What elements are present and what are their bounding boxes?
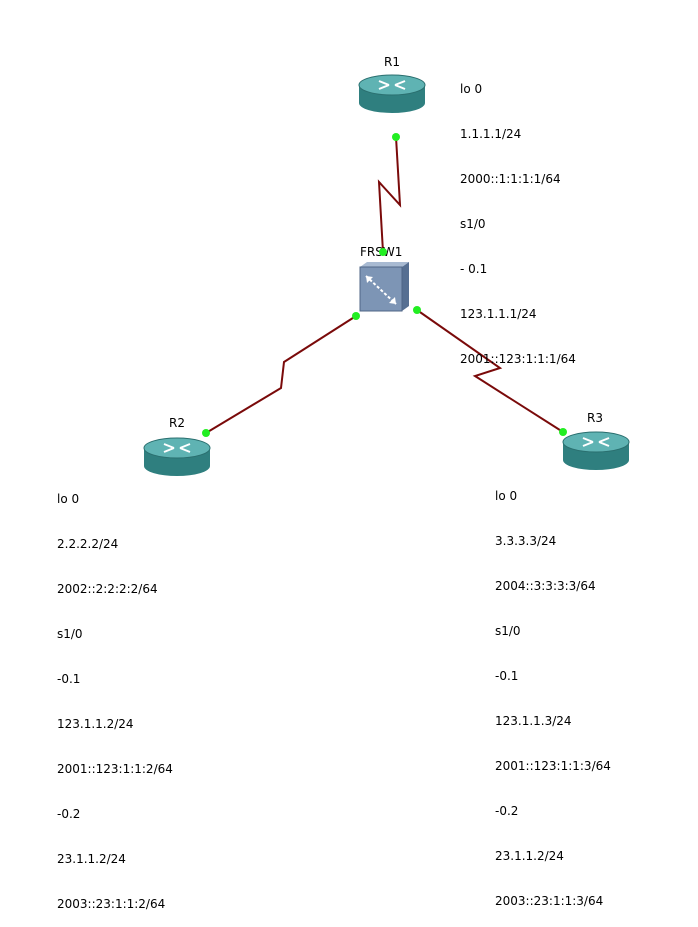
note-line: 23.1.1.2/24 (495, 849, 564, 863)
node-label-r2: R2 (169, 416, 185, 430)
router-r1[interactable] (358, 74, 426, 113)
note-line: 123.1.1.1/24 (460, 307, 537, 321)
note-line: lo 0 (495, 489, 518, 503)
note-line: 2.2.2.2/24 (57, 537, 119, 551)
switch-side (402, 262, 409, 311)
port-dot (559, 428, 567, 436)
note-line: 123.1.1.2/24 (57, 717, 134, 731)
frame-relay-switch-frsw1[interactable] (359, 262, 409, 312)
note-line: 3.3.3.3/24 (495, 534, 557, 548)
router-r3[interactable] (562, 431, 630, 470)
note-line: s1/0 (495, 624, 521, 638)
switch-arrow-icon (365, 275, 397, 305)
arrowhead-icon (389, 297, 396, 304)
note-line: 123.1.1.3/24 (495, 714, 572, 728)
switch-front (359, 266, 403, 312)
note-line: -0.2 (57, 807, 81, 821)
link-r3-frsw1 (416, 309, 564, 433)
arrowhead-icon (366, 276, 373, 283)
note-line: 2002::2:2:2:2/64 (57, 582, 158, 596)
link-r2-frsw1 (205, 315, 357, 434)
router-top (358, 74, 426, 96)
note-line: -0.1 (57, 672, 81, 686)
port-dot (202, 429, 210, 437)
port-dot (413, 306, 421, 314)
network-diagram: R1 R2 R3 FRSW1 (143, 55, 630, 476)
note-line: 2000::1:1:1:1/64 (460, 172, 561, 186)
note-line: s1/0 (460, 217, 486, 231)
switch-top (360, 262, 409, 267)
port-dot (352, 312, 360, 320)
note-line: 2004::3:3:3:3/64 (495, 579, 596, 593)
router-r2[interactable] (143, 437, 211, 476)
note-r2: lo 0 2.2.2.2/24 2002::2:2:2:2/64 s1/0 -0… (57, 462, 173, 927)
router-top (143, 437, 211, 459)
port-dot (392, 133, 400, 141)
note-line: 2001::123:1:1:1/64 (460, 352, 576, 366)
note-line: -0.1 (495, 669, 519, 683)
note-line: 2001::123:1:1:2/64 (57, 762, 173, 776)
note-line: 1.1.1.1/24 (460, 127, 522, 141)
note-r1: lo 0 1.1.1.1/24 2000::1:1:1:1/64 s1/0 - … (460, 52, 576, 382)
note-line: lo 0 (460, 82, 483, 96)
note-line: lo 0 (57, 492, 80, 506)
note-line: 2003::23:1:1:2/64 (57, 897, 166, 911)
note-line: 2001::123:1:1:3/64 (495, 759, 611, 773)
port-dot (379, 248, 387, 256)
node-label-r1: R1 (384, 55, 400, 69)
note-line: 2003::23:1:1:3/64 (495, 894, 604, 908)
node-label-r3: R3 (587, 411, 603, 425)
router-top (562, 431, 630, 453)
link-r1-frsw1 (377, 136, 402, 253)
note-line: 23.1.1.2/24 (57, 852, 126, 866)
note-line: -0.2 (495, 804, 519, 818)
note-r3: lo 0 3.3.3.3/24 2004::3:3:3:3/64 s1/0 -0… (495, 459, 611, 924)
note-line: - 0.1 (460, 262, 488, 276)
note-line: s1/0 (57, 627, 83, 641)
